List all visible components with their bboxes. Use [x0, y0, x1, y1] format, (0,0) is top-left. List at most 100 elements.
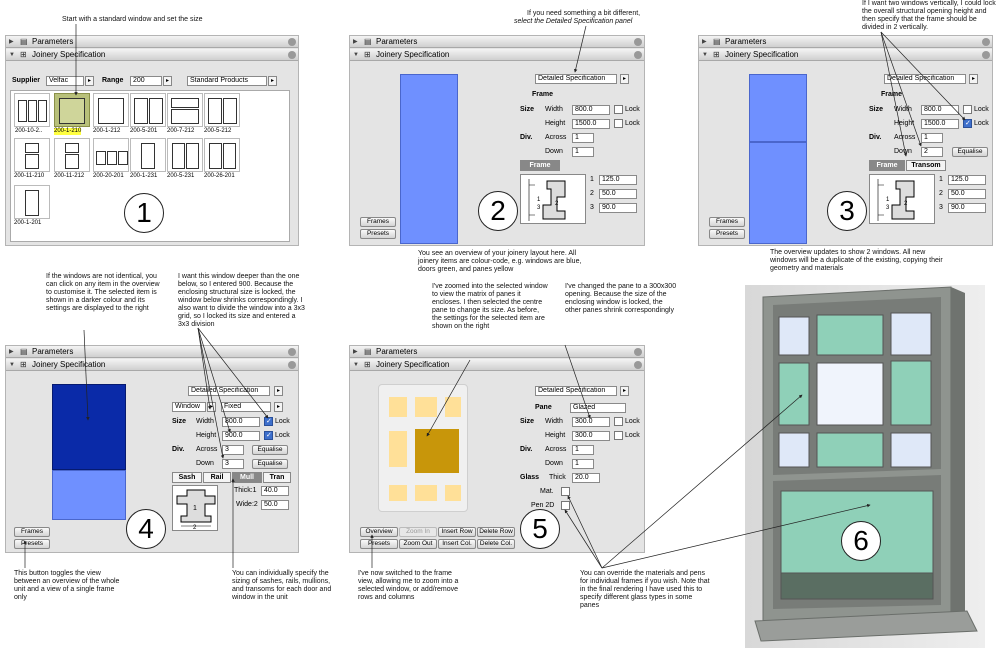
panel-dropdown[interactable]: ▸	[620, 74, 629, 84]
down-field[interactable]: 1	[572, 147, 594, 157]
panel-select[interactable]: Detailed Specification	[535, 74, 617, 84]
overview-window-selected[interactable]	[52, 384, 126, 470]
panel-toggle-icon[interactable]	[982, 51, 990, 59]
collapse-triangle-icon[interactable]: ▼	[353, 362, 359, 368]
expand-triangle-icon[interactable]: ▶	[702, 39, 707, 45]
supplier-field[interactable]: Velfac	[46, 76, 84, 86]
panel-toggle-icon[interactable]	[288, 361, 296, 369]
insert-row-button[interactable]: Insert Row	[438, 527, 476, 537]
item-type-dropdown[interactable]: ▸	[207, 402, 216, 412]
catalog-thumb[interactable]	[14, 93, 50, 127]
glass-thick-field[interactable]: 20.0	[572, 473, 600, 483]
products-field[interactable]: Standard Products	[187, 76, 267, 86]
width-lock-checkbox[interactable]	[963, 105, 972, 114]
wide-field[interactable]: 50.0	[261, 500, 289, 510]
height-lock-checkbox[interactable]	[264, 431, 273, 440]
panel-toggle-icon[interactable]	[634, 38, 642, 46]
panel-dropdown[interactable]: ▸	[620, 386, 629, 396]
collapse-triangle-icon[interactable]: ▼	[353, 52, 359, 58]
expand-triangle-icon[interactable]: ▶	[353, 349, 358, 355]
collapse-triangle-icon[interactable]: ▼	[9, 52, 15, 58]
tab-tran[interactable]: Tran	[263, 472, 291, 483]
catalog-thumb[interactable]	[93, 138, 129, 172]
panel-toggle-icon[interactable]	[634, 51, 642, 59]
overview-window[interactable]	[400, 74, 458, 244]
equalise-across-button[interactable]: Equalise	[252, 445, 288, 455]
catalog-thumb[interactable]	[167, 138, 203, 172]
zoom-in-button[interactable]: Zoom In	[399, 527, 437, 537]
panel-select[interactable]: Detailed Specification	[188, 386, 270, 396]
frame-value-1[interactable]: 125.0	[599, 175, 637, 185]
catalog-thumb-selected[interactable]	[54, 93, 90, 127]
equalise-down-button[interactable]: Equalise	[252, 459, 288, 469]
height-lock-checkbox[interactable]	[614, 119, 623, 128]
height-lock-checkbox[interactable]	[963, 119, 972, 128]
joinery-header[interactable]: ▼⊞Joinery Specification	[350, 49, 644, 61]
across-field[interactable]: 1	[572, 133, 594, 143]
frame-value-3[interactable]: 90.0	[948, 203, 986, 213]
down-field[interactable]: 2	[921, 147, 943, 157]
presets-button[interactable]: Presets	[709, 229, 745, 239]
tab-frame[interactable]: Frame	[520, 160, 560, 171]
tab-rail[interactable]: Rail	[203, 472, 231, 483]
width-field[interactable]: 800.0	[921, 105, 959, 115]
thick-field[interactable]: 40.0	[261, 486, 289, 496]
across-field[interactable]: 3	[222, 445, 244, 455]
catalog-thumb[interactable]	[130, 138, 166, 172]
joinery-header[interactable]: ▼⊞Joinery Specification	[699, 49, 992, 61]
down-field[interactable]: 3	[222, 459, 244, 469]
item-mode-dropdown[interactable]: ▸	[274, 402, 283, 412]
panel-dropdown[interactable]: ▸	[969, 74, 978, 84]
catalog-thumb[interactable]	[204, 138, 240, 172]
width-lock-checkbox[interactable]	[614, 105, 623, 114]
pane-type-field[interactable]: Glazed	[570, 403, 626, 413]
presets-button[interactable]: Presets	[14, 539, 50, 549]
tab-frame[interactable]: Frame	[869, 160, 905, 171]
item-type-field[interactable]: Window	[172, 402, 206, 412]
tab-sash[interactable]: Sash	[172, 472, 202, 483]
across-field[interactable]: 1	[572, 445, 594, 455]
width-field[interactable]: 800.0	[572, 105, 610, 115]
overview-window-top[interactable]	[749, 74, 807, 142]
frames-button[interactable]: Frames	[360, 217, 396, 227]
catalog-thumb[interactable]	[204, 93, 240, 127]
presets-button[interactable]: Presets	[360, 229, 396, 239]
item-mode-field[interactable]: Fixed	[221, 402, 271, 412]
down-field[interactable]: 1	[572, 459, 594, 469]
pane[interactable]	[389, 485, 407, 501]
collapse-triangle-icon[interactable]: ▼	[702, 52, 708, 58]
zoom-out-button[interactable]: Zoom Out	[399, 539, 437, 549]
collapse-triangle-icon[interactable]: ▼	[9, 362, 15, 368]
pane[interactable]	[389, 397, 407, 417]
overview-window-bottom[interactable]	[52, 470, 126, 520]
catalog-thumb[interactable]	[130, 93, 166, 127]
height-lock-checkbox[interactable]	[614, 431, 623, 440]
panel-toggle-icon[interactable]	[288, 348, 296, 356]
parameters-header[interactable]: ▶▤Parameters	[350, 346, 644, 358]
range-field[interactable]: 200	[130, 76, 162, 86]
across-field[interactable]: 1	[921, 133, 943, 143]
tab-mull[interactable]: Mull	[232, 472, 262, 483]
joinery-header[interactable]: ▼⊞Joinery Specification	[6, 49, 298, 61]
height-field[interactable]: 300.0	[572, 431, 610, 441]
expand-triangle-icon[interactable]: ▶	[9, 39, 14, 45]
range-dropdown[interactable]: ▸	[163, 76, 172, 86]
tab-transom[interactable]: Transom	[906, 160, 946, 171]
material-override-checkbox[interactable]	[561, 487, 570, 496]
catalog-thumb[interactable]	[14, 138, 50, 172]
frame-value-2[interactable]: 50.0	[599, 189, 637, 199]
frames-button[interactable]: Frames	[709, 217, 745, 227]
overview-button[interactable]: Overview	[360, 527, 398, 537]
panel-toggle-icon[interactable]	[634, 361, 642, 369]
catalog-thumb[interactable]	[93, 93, 129, 127]
frame-value-2[interactable]: 50.0	[948, 189, 986, 199]
panel-toggle-icon[interactable]	[982, 38, 990, 46]
supplier-dropdown[interactable]: ▸	[85, 76, 94, 86]
height-field[interactable]: 1500.0	[572, 119, 610, 129]
overview-window-bottom[interactable]	[749, 142, 807, 244]
frames-button[interactable]: Frames	[14, 527, 50, 537]
expand-triangle-icon[interactable]: ▶	[9, 349, 14, 355]
frame-value-3[interactable]: 90.0	[599, 203, 637, 213]
joinery-header[interactable]: ▼⊞Joinery Specification	[6, 359, 298, 371]
products-dropdown[interactable]: ▸	[268, 76, 277, 86]
